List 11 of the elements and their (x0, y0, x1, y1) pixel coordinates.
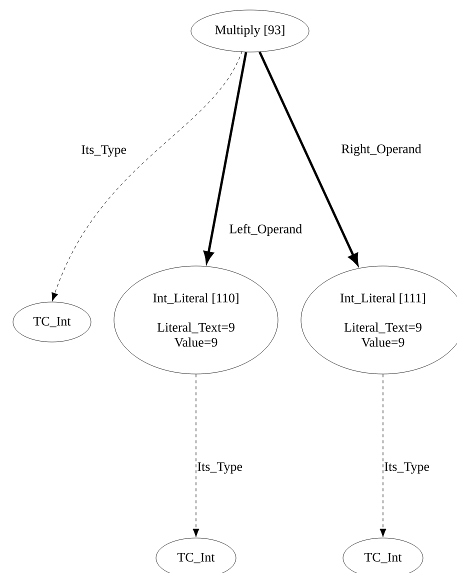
arrow (192, 374, 200, 538)
edge-label: Right_Operand (342, 144, 422, 156)
edge-label: Its_Type (82, 145, 126, 157)
arrow (380, 374, 386, 538)
ellipse-node: TC_Int (12, 302, 92, 342)
ellipse-node: Int_Literal [110] Literal_Text=9 Value=9 (114, 266, 278, 374)
edge-label: Its_Type (384, 462, 430, 474)
edge-label: Left_Operand (230, 224, 302, 236)
edge-label: Its_Type (198, 462, 242, 474)
arrow (258, 51, 358, 266)
ellipse-node: Multiply [93] (190, 10, 310, 52)
